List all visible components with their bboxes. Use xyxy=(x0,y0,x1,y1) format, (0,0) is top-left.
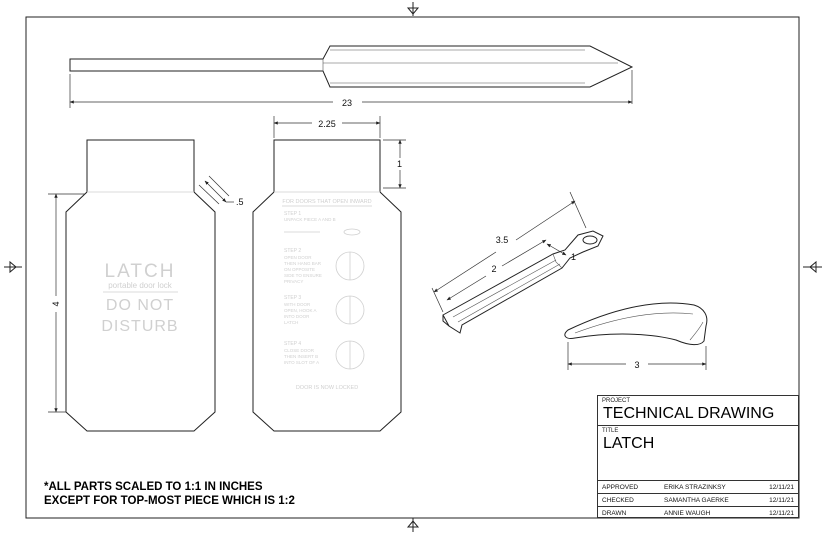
chamfer-label: .5 xyxy=(236,197,244,207)
blade-length-label: 23 xyxy=(342,98,352,108)
dimension-latch-short: 2 xyxy=(446,239,547,301)
step3-title: STEP 3 xyxy=(284,295,301,301)
dimension-top-width: 2.25 xyxy=(273,116,381,138)
front-sign-line2: DISTURB xyxy=(101,318,178,335)
step1-line1: UNPACK PIECE A AND B xyxy=(284,217,336,222)
title-section: TITLE LATCH xyxy=(598,426,798,480)
title-label: TITLE xyxy=(602,428,619,434)
instructions-footer: DOOR IS NOW LOCKED xyxy=(296,385,358,391)
approved-row: APPROVED ERIKA STRAZINKSY 12/11/21 xyxy=(598,480,798,493)
project-name: TECHNICAL DRAWING xyxy=(603,405,775,422)
scale-note: *ALL PARTS SCALED TO 1:1 IN INCHES EXCEP… xyxy=(44,480,295,508)
center-mark-bottom xyxy=(406,518,420,532)
latch-long-label: 3.5 xyxy=(496,235,509,245)
dimension-wedge-length: 3 xyxy=(567,342,707,370)
checked-role: CHECKED xyxy=(602,497,634,504)
step2-line2: THEN HANG BAR xyxy=(284,261,322,266)
dimension-chamfer: .5 xyxy=(198,175,244,207)
step4-line1: CLOSE DOOR xyxy=(284,348,315,353)
latch-piece xyxy=(442,230,604,334)
drawn-date: 12/11/21 xyxy=(769,510,794,517)
back-panel: FOR DOORS THAT OPEN INWARD STEP 1 UNPACK… xyxy=(252,139,402,432)
step2-title: STEP 2 xyxy=(284,248,301,254)
latch-tip-label: 1 xyxy=(571,252,576,262)
dimension-blade-length: 23 xyxy=(69,70,633,108)
step1-title: STEP 1 xyxy=(284,211,301,217)
front-brand-text: LATCH xyxy=(105,261,176,282)
drawn-role: DRAWN xyxy=(602,510,627,517)
scale-note-line2: EXCEPT FOR TOP-MOST PIECE WHICH IS 1:2 xyxy=(44,495,295,507)
step4-line2: THEN INSERT B xyxy=(284,354,318,359)
project-label: PROJECT xyxy=(602,398,631,404)
neck-height-label: 1 xyxy=(397,159,402,169)
front-tagline-text: portable door lock xyxy=(108,281,173,290)
dimension-latch-long: 3.5 xyxy=(431,191,587,313)
step4-line3: INTO SLOT OF A xyxy=(284,360,319,365)
dimension-neck-height: 1 xyxy=(383,139,406,189)
drawn-name: ANNIE WAUGH xyxy=(664,510,711,517)
step3-line4: LATCH xyxy=(284,320,298,325)
approved-role: APPROVED xyxy=(602,484,639,491)
checked-date: 12/11/21 xyxy=(769,497,794,504)
body-height-label: 4 xyxy=(51,301,61,306)
step4-title: STEP 4 xyxy=(284,341,301,347)
checked-name: SAMANTHA GAERKE xyxy=(664,497,729,504)
wedge-piece xyxy=(564,302,708,346)
step3-line2: OPEN, HOOK A xyxy=(284,308,317,313)
top-width-label: 2.25 xyxy=(318,119,336,129)
dimension-latch-tip: 1 xyxy=(546,243,576,262)
approved-date: 12/11/21 xyxy=(769,484,794,491)
step2-line5: PRIVACY xyxy=(284,279,303,284)
step3-line3: INTO DOOR xyxy=(284,314,310,319)
front-panel: LATCH portable door lock DO NOT DISTURB xyxy=(65,139,216,432)
project-section: PROJECT TECHNICAL DRAWING xyxy=(598,396,798,426)
drawn-row: DRAWN ANNIE WAUGH 12/11/21 xyxy=(598,506,798,519)
blade-piece xyxy=(69,45,634,88)
wedge-length-label: 3 xyxy=(634,360,639,370)
center-mark-top xyxy=(406,2,420,16)
approved-name: ERIKA STRAZINKSY xyxy=(664,484,726,491)
center-mark-right xyxy=(803,260,822,274)
title-block: PROJECT TECHNICAL DRAWING TITLE LATCH AP… xyxy=(597,395,799,518)
instructions-header: FOR DOORS THAT OPEN INWARD xyxy=(282,199,371,205)
step2-line3: ON OPPOSITE xyxy=(284,267,315,272)
scale-note-line1: *ALL PARTS SCALED TO 1:1 IN INCHES xyxy=(44,481,263,493)
drawing-title: LATCH xyxy=(603,435,655,452)
step2-line1: OPEN DOOR xyxy=(284,255,312,260)
step3-line1: WITH DOOR xyxy=(284,302,311,307)
checked-row: CHECKED SAMANTHA GAERKE 12/11/21 xyxy=(598,493,798,506)
step2-line4: SIDE TO ENSURE xyxy=(284,273,322,278)
center-mark-left xyxy=(4,260,22,274)
dimension-body-height: 4 xyxy=(48,193,85,413)
front-sign-line1: DO NOT xyxy=(106,297,174,314)
latch-short-label: 2 xyxy=(491,264,496,274)
